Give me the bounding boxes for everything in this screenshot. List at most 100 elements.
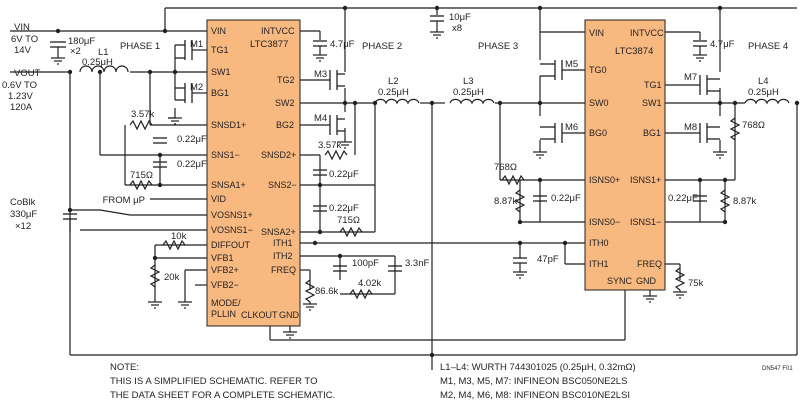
l4-name: L4 <box>758 76 769 87</box>
m7-label: M7 <box>684 72 697 83</box>
c022e-label: 0.22μF <box>551 193 581 204</box>
pin-rl-ith0: ITH0 <box>589 238 609 248</box>
m8-label: M8 <box>684 122 697 133</box>
pin-rb-gnd: GND <box>636 276 657 286</box>
pin-l-sw1: SW1 <box>211 67 231 77</box>
phase-3-label: PHASE 3 <box>478 41 518 52</box>
c022b-label: 0.22μF <box>177 159 207 170</box>
pin-l-vosns1p: VOSNS1+ <box>211 210 253 220</box>
r75k-label: 75k <box>688 278 704 289</box>
m3-label: M3 <box>314 69 327 80</box>
ic-ltc3877-body <box>206 19 301 327</box>
c47b-label: 4.7μF <box>710 39 735 50</box>
cin-value: 180μF <box>68 36 95 47</box>
r715b-label: 715Ω <box>337 215 360 226</box>
pin-l-vfb1: VFB1 <box>211 253 234 263</box>
pin-r-freq: FREQ <box>271 265 296 275</box>
pin-l-vosns1n: VOSNS1− <box>211 225 253 235</box>
r887a-label: 8.87k <box>494 196 517 207</box>
pin-rr-isns1n: ISNS1− <box>630 217 661 227</box>
pin-l-vid: VID <box>211 194 227 204</box>
pin-r-snsa2: SNSA2+ <box>261 227 296 237</box>
ic-right-name: LTC3874 <box>615 46 653 57</box>
vin-range-1: 6V TO <box>11 34 38 45</box>
ic-left-name: LTC3877 <box>250 39 288 50</box>
pin-r-intvcc: INTVCC <box>261 26 295 36</box>
pin-rl-sw0: SW0 <box>589 98 609 108</box>
r715a-label: 715Ω <box>130 170 153 181</box>
pin-l-pllin: PLLIN <box>211 309 236 319</box>
cout-qty: ×12 <box>15 221 31 232</box>
l4-value: 0.25μH <box>748 87 779 98</box>
vout-current: 120A <box>10 102 33 113</box>
pin-l-sns1: SNS1− <box>211 150 240 160</box>
from-up-label: FROM μP <box>103 195 145 206</box>
pin-rl-isns0p: ISNS0+ <box>589 175 620 185</box>
m5-label: M5 <box>565 59 578 70</box>
pin-rr-isns1p: ISNS1+ <box>630 175 661 185</box>
cin-qty: ×2 <box>70 46 81 57</box>
l1-value: 0.25μH <box>82 57 113 68</box>
pin-rr-sw1: SW1 <box>642 98 662 108</box>
r402-label: 4.02k <box>358 278 381 289</box>
pin-r-tg2: TG2 <box>277 75 295 85</box>
vout-range-1: 0.6V TO <box>2 80 37 91</box>
c33n-label: 3.3nF <box>405 258 429 269</box>
bom-line-2: M1, M3, M5, M7: INFINEON BSC050NE2LS <box>440 376 627 387</box>
pin-r-ith1: ITH1 <box>273 238 293 248</box>
l2-value: 0.25μH <box>378 87 409 98</box>
vout-range-2: 1.23V <box>8 91 33 102</box>
grounds <box>51 21 727 339</box>
pin-rl-bg0: BG0 <box>589 128 607 138</box>
pin-r-snsd2: SNSD2+ <box>261 150 296 160</box>
cout-value: 330μF <box>10 209 37 220</box>
m2-label: M2 <box>190 82 203 93</box>
pin-l-vfb2n: VFB2− <box>211 280 239 290</box>
c022c-label: 0.22μF <box>329 169 359 180</box>
pin-rr-tg1: TG1 <box>644 80 662 90</box>
capacitors <box>50 15 707 272</box>
r357a-label: 3.57k <box>131 109 154 120</box>
pin-rl-tg0: TG0 <box>589 65 607 75</box>
vout-label: VOUT <box>14 68 41 79</box>
r768a-label: 768Ω <box>494 162 517 173</box>
r887b-label: 8.87k <box>733 196 756 207</box>
resistors <box>129 117 741 303</box>
l1-name: L1 <box>98 47 109 58</box>
r20k-label: 20k <box>164 272 180 283</box>
note-line-1: THIS IS A SIMPLIFIED SCHEMATIC. REFER TO <box>110 376 317 387</box>
vin-label: VIN <box>14 22 30 33</box>
pin-rr-bg1: BG1 <box>643 128 661 138</box>
pin-l-bg1: BG1 <box>211 88 229 98</box>
m6-label: M6 <box>565 122 578 133</box>
note-title: NOTE: <box>110 362 139 373</box>
m4-label: M4 <box>314 113 327 124</box>
m1-label: M1 <box>190 39 203 50</box>
pin-l-mode: MODE/ <box>211 298 241 308</box>
pin-r-sns2: SNS2− <box>268 180 297 190</box>
c022f-label: 0.22μF <box>668 193 698 204</box>
pin-rl-ith1: ITH1 <box>589 259 609 269</box>
pin-r-ith2: ITH2 <box>273 251 293 261</box>
note-line-2: THE DATA SHEET FOR A COMPLETE SCHEMATIC. <box>110 390 335 401</box>
c100p-label: 100pF <box>352 258 379 269</box>
pin-rl-vin: VIN <box>589 28 604 38</box>
vin-range-2: 14V <box>14 45 32 56</box>
ic-ltc3874-body <box>584 19 666 291</box>
junctions <box>55 5 800 358</box>
phase-2-label: PHASE 2 <box>362 41 402 52</box>
r10k-label: 10k <box>171 231 187 242</box>
top-cap-qty: x8 <box>452 23 462 34</box>
pin-rb-sync: SYNC <box>607 276 633 286</box>
pin-l-tg1: TG1 <box>211 45 229 55</box>
c022a-label: 0.22μF <box>177 134 207 145</box>
r768b-label: 768Ω <box>742 120 765 131</box>
bom-line-1: L1–L4: WURTH 744301025 (0.25μH, 0.32mΩ) <box>440 362 636 373</box>
figure-id: DN547 F01 <box>762 366 793 372</box>
top-cap-value: 10μF <box>449 12 471 23</box>
phase-1-label: PHASE 1 <box>120 41 160 52</box>
c47a-label: 4.7μF <box>330 39 355 50</box>
pin-l-diffout: DIFFOUT <box>211 240 250 250</box>
